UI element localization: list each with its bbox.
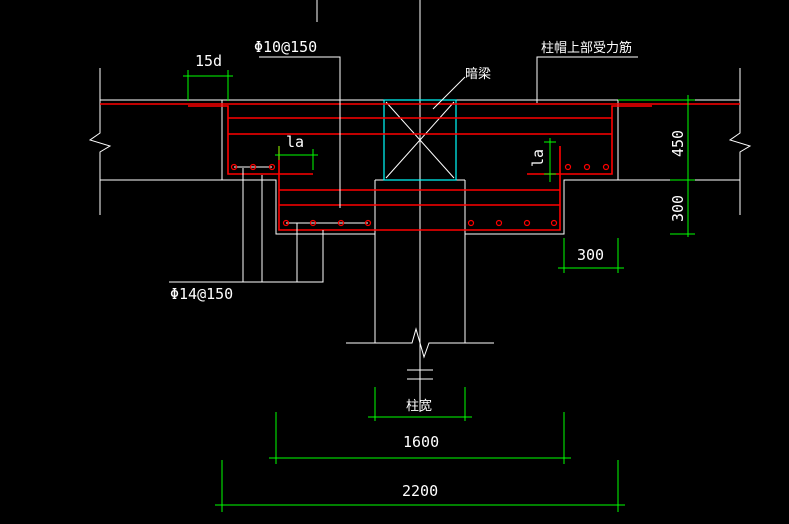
inner-width-label: 1600	[403, 433, 439, 451]
drop-depth-label: 300	[669, 195, 687, 222]
step-width-label: 300	[577, 246, 604, 264]
hidden-beam-callout: 暗梁	[432, 67, 491, 110]
hook-length-label: 15d	[195, 52, 222, 70]
top-stirrup-label: Φ10@150	[254, 38, 317, 56]
column-width-dimension: 柱宽	[368, 387, 472, 421]
total-width-dimension: 2200	[215, 460, 625, 512]
hook-length-dimension: 15d	[183, 52, 233, 101]
anchor-right-label: la	[529, 149, 547, 167]
anchor-left-dimension: la	[275, 133, 318, 170]
column-width-label: 柱宽	[406, 398, 432, 414]
step-width-dimension: 300	[558, 238, 624, 273]
top-stirrup-callout: Φ10@150	[254, 38, 341, 208]
slab-thickness-label: 450	[669, 130, 687, 157]
vertical-dimension: 450 300	[618, 95, 695, 237]
rebar	[100, 103, 740, 231]
bottom-rebar-callout: Φ14@150	[169, 168, 324, 303]
anchor-left-label: la	[286, 133, 304, 151]
hidden-beam-box	[383, 99, 457, 181]
hidden-beam-label: 暗梁	[465, 67, 491, 82]
anchor-right-dimension: la	[529, 138, 556, 182]
total-width-label: 2200	[402, 482, 438, 500]
inner-width-dimension: 1600	[269, 412, 571, 464]
bottom-rebar-label: Φ14@150	[170, 285, 233, 303]
break-symbol-left	[88, 68, 112, 215]
break-symbol-right	[728, 68, 752, 215]
top-rebar-label: 柱帽上部受力筋	[541, 40, 632, 56]
top-rebar-callout: 柱帽上部受力筋	[536, 40, 638, 103]
